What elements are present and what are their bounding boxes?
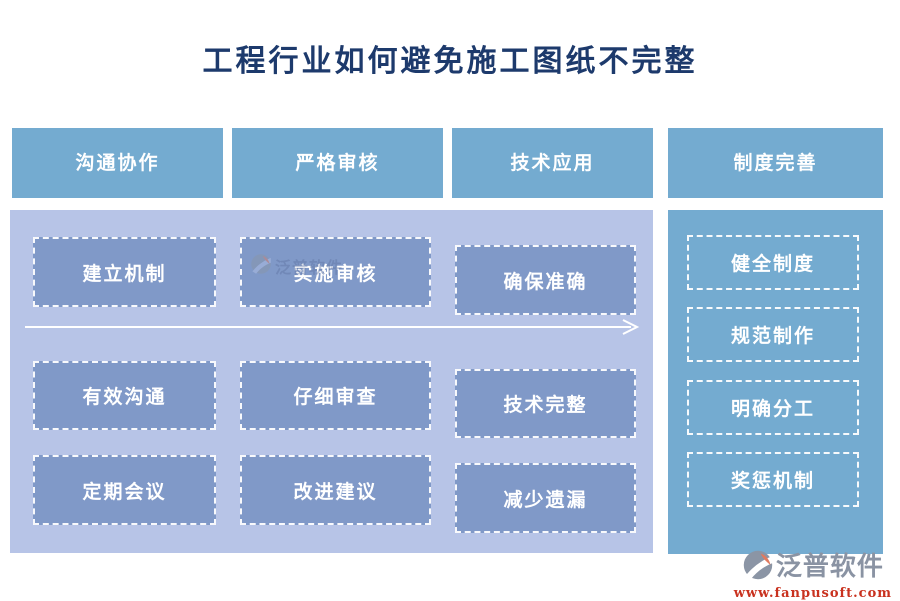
brand-logo-icon bbox=[742, 549, 774, 585]
node-implement-review: 实施审核 bbox=[240, 237, 431, 307]
column-header-system: 制度完善 bbox=[668, 128, 883, 198]
right-panel bbox=[668, 210, 883, 554]
column-header-communication: 沟通协作 bbox=[12, 128, 223, 198]
footer-logo: 泛普软件 www.fanpusoft.com bbox=[734, 549, 892, 601]
node-sound-system: 健全制度 bbox=[687, 235, 859, 290]
page-title: 工程行业如何避免施工图纸不完整 bbox=[202, 44, 698, 79]
node-effective-communication: 有效沟通 bbox=[33, 361, 216, 430]
node-reward-punishment-mechanism: 奖惩机制 bbox=[687, 452, 859, 507]
node-ensure-accuracy: 确保准确 bbox=[455, 245, 636, 315]
column-header-review: 严格审核 bbox=[232, 128, 443, 198]
node-careful-examination: 仔细审查 bbox=[240, 361, 431, 430]
brand-name: 泛普软件 bbox=[775, 552, 884, 582]
node-regular-meetings: 定期会议 bbox=[33, 455, 216, 525]
node-improvement-suggestions: 改进建议 bbox=[240, 455, 431, 525]
brand-row: 泛普软件 bbox=[742, 549, 884, 585]
flow-arrow bbox=[25, 318, 640, 340]
node-clear-division-of-labor: 明确分工 bbox=[687, 380, 859, 435]
node-standardized-production: 规范制作 bbox=[687, 307, 859, 362]
node-reduce-omissions: 减少遗漏 bbox=[455, 463, 636, 533]
column-header-technology: 技术应用 bbox=[452, 128, 653, 198]
node-establish-mechanism: 建立机制 bbox=[33, 237, 216, 307]
brand-url-link[interactable]: www.fanpusoft.com bbox=[733, 586, 892, 601]
node-technical-completeness: 技术完整 bbox=[455, 369, 636, 438]
